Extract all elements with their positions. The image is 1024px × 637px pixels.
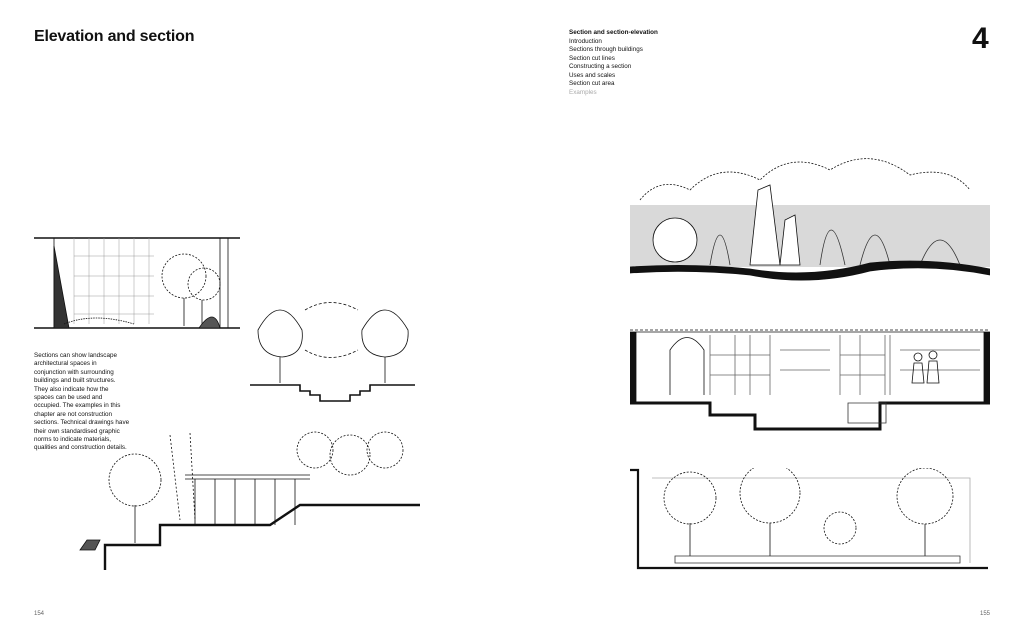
- chapter-number: 4: [972, 22, 989, 55]
- section-drawing-tree-garden: [630, 468, 990, 574]
- section-drawing-rock-garden: [630, 145, 990, 287]
- nav-item-section-cut-lines[interactable]: Section cut lines: [569, 54, 615, 62]
- body-paragraph: Sections can show landscape architectura…: [34, 352, 130, 452]
- chapter-nav: Section and section-elevation Introducti…: [569, 29, 658, 97]
- nav-item-constructing-a-section[interactable]: Constructing a section: [569, 63, 632, 70]
- page-number-right: 155: [980, 611, 991, 617]
- nav-item-uses-and-scales[interactable]: Uses and scales: [569, 71, 616, 79]
- nav-item-section-and-section-elevation[interactable]: Section and section-elevation: [569, 29, 658, 36]
- nav-item-examples[interactable]: Examples: [569, 88, 597, 96]
- section-drawing-courtyard: [34, 236, 240, 334]
- page-title: Elevation and section: [34, 28, 195, 45]
- page-number-left: 154: [34, 611, 45, 617]
- nav-item-section-cut-area[interactable]: Section cut area: [569, 80, 615, 87]
- section-drawing-trees-steps: [250, 295, 415, 405]
- nav-item-introduction[interactable]: Introduction: [569, 37, 602, 45]
- section-drawing-walled-garden: [630, 315, 990, 433]
- nav-item-sections-through-buildings[interactable]: Sections through buildings: [569, 46, 643, 53]
- section-drawing-terrace: [75, 425, 420, 573]
